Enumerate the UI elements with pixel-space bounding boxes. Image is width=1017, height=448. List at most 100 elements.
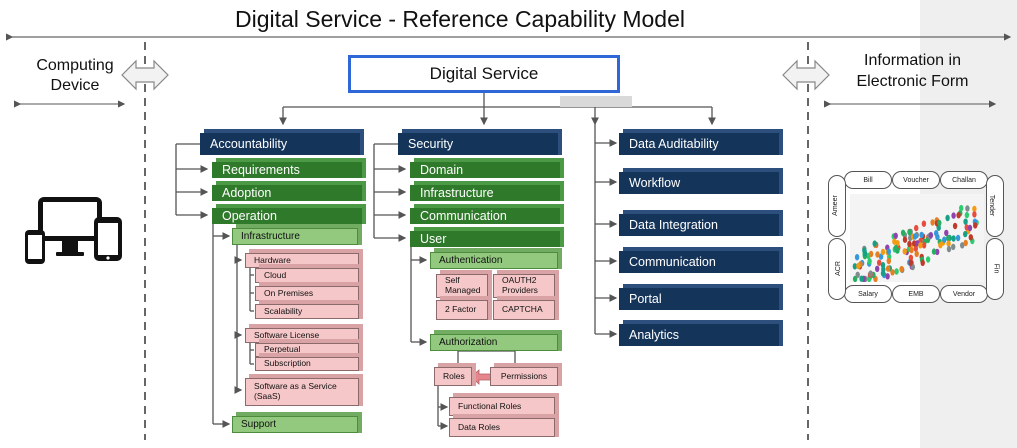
scatter-dot bbox=[921, 242, 927, 249]
scatter-dot bbox=[946, 240, 951, 247]
two-factor-node: 2 Factor bbox=[436, 300, 488, 320]
scatter-dot bbox=[945, 214, 950, 222]
authorization-node: Authorization bbox=[430, 334, 558, 351]
doc-emb: EMB bbox=[892, 285, 940, 303]
scatter-dot bbox=[907, 240, 912, 248]
scatter-dot bbox=[951, 243, 956, 251]
scatter-dot bbox=[893, 244, 899, 252]
scatter-dot bbox=[856, 262, 861, 270]
scatter-dot bbox=[930, 219, 935, 226]
page-title: Digital Service - Reference Capability M… bbox=[235, 6, 685, 32]
scatter-dot bbox=[878, 253, 884, 260]
scatter-dot bbox=[893, 232, 898, 239]
user-node: User bbox=[410, 231, 560, 247]
scatter-dot bbox=[907, 229, 912, 236]
self-managed-node: Self Managed bbox=[436, 274, 488, 298]
scatter-dot bbox=[965, 205, 970, 212]
scatter-dot bbox=[854, 254, 860, 261]
scatter-dot bbox=[946, 234, 951, 242]
scatter-dot bbox=[913, 245, 918, 252]
scatter-dot bbox=[944, 229, 949, 237]
scatter-dot bbox=[925, 256, 931, 263]
scatter-dot bbox=[875, 265, 880, 272]
functional-roles-node: Functional Roles bbox=[449, 397, 555, 416]
scatter-dot bbox=[951, 212, 956, 219]
scatter-dot bbox=[937, 219, 942, 227]
security-communication-node: Communication bbox=[410, 208, 560, 224]
scatter-dot bbox=[963, 218, 968, 225]
scatter-dot bbox=[972, 205, 977, 213]
scatter-dot bbox=[880, 262, 886, 269]
scatter-dot bbox=[875, 251, 880, 258]
scatter-dot bbox=[934, 230, 939, 237]
captcha-node: CAPTCHA bbox=[493, 300, 555, 320]
right-double-arrow bbox=[782, 59, 830, 91]
scatter-dot bbox=[852, 263, 858, 270]
data-auditability-node: Data Auditability bbox=[619, 133, 779, 155]
saas-label: Software as a Service (SaaS) bbox=[254, 381, 337, 401]
requirements-node: Requirements bbox=[212, 162, 362, 178]
scatter-dot bbox=[963, 230, 968, 238]
scatter-dot bbox=[885, 265, 891, 272]
scatter-dots bbox=[852, 204, 979, 282]
scatter-dot bbox=[902, 236, 908, 243]
scatter-dot bbox=[928, 232, 934, 239]
doc-tender-label: Tender bbox=[988, 194, 996, 217]
scatter-dot bbox=[908, 254, 914, 261]
scatter-dot bbox=[972, 211, 977, 218]
domain-node: Domain bbox=[410, 162, 560, 178]
roles-node: Roles bbox=[434, 367, 472, 386]
scatter-dot bbox=[899, 265, 904, 273]
scatter-dot bbox=[931, 248, 937, 255]
scatter-dot bbox=[951, 235, 956, 242]
permissions-node: Permissions bbox=[490, 367, 558, 386]
data-integration-node: Data Integration bbox=[619, 214, 779, 236]
software-license-node: Software License bbox=[245, 328, 359, 343]
doc-vendor: Vendor bbox=[940, 285, 988, 303]
scatter-dot bbox=[968, 234, 973, 241]
security-node: Security bbox=[398, 133, 558, 155]
scatter-dot bbox=[890, 269, 895, 276]
scatter-dot bbox=[914, 250, 919, 258]
scatter-dot bbox=[872, 240, 877, 247]
subscription-node: Subscription bbox=[255, 357, 359, 371]
scatter-dot bbox=[963, 239, 968, 247]
perpetual-node: Perpetual bbox=[255, 343, 359, 357]
infrastructure-node: Infrastructure bbox=[232, 228, 358, 245]
grey-tab-strip bbox=[560, 96, 632, 107]
scatter-dot bbox=[942, 236, 947, 243]
scatter-dot bbox=[868, 270, 873, 277]
doc-fin-label: Fin bbox=[992, 263, 1000, 274]
scatter-dot bbox=[867, 258, 872, 265]
scatter-dot bbox=[921, 220, 927, 227]
digital-service-label: Digital Service bbox=[429, 64, 539, 83]
scatter-dot bbox=[880, 248, 886, 256]
scatter-dot bbox=[946, 245, 952, 253]
cloud-node: Cloud bbox=[255, 268, 359, 283]
hardware-node: Hardware bbox=[245, 253, 359, 268]
scatter-dot bbox=[935, 248, 940, 256]
scatter-dot bbox=[955, 234, 961, 242]
scatter-dot bbox=[959, 204, 964, 212]
support-node: Support bbox=[232, 416, 358, 433]
doc-tender: Tender bbox=[986, 175, 1004, 237]
adoption-node: Adoption bbox=[212, 185, 362, 201]
data-roles-node: Data Roles bbox=[449, 418, 555, 437]
scatter-dot bbox=[912, 233, 918, 240]
scatter-dot bbox=[868, 250, 874, 258]
doc-challan: Challan bbox=[940, 171, 988, 189]
information-label: Information in Electronic Form bbox=[856, 52, 969, 90]
scatter-dot bbox=[920, 259, 925, 266]
devices-icon bbox=[25, 197, 122, 264]
doc-acr-label: ACR bbox=[834, 261, 842, 276]
scatter-dot bbox=[914, 224, 919, 232]
left-double-arrow bbox=[121, 59, 169, 91]
scatter-dot bbox=[956, 212, 961, 219]
authentication-node: Authentication bbox=[430, 252, 558, 269]
scatter-dot bbox=[909, 246, 914, 254]
scatter-dot bbox=[964, 211, 970, 219]
on-premises-node: On Premises bbox=[255, 286, 359, 301]
analytics-node: Analytics bbox=[619, 324, 779, 346]
scatter-dot bbox=[900, 229, 906, 236]
